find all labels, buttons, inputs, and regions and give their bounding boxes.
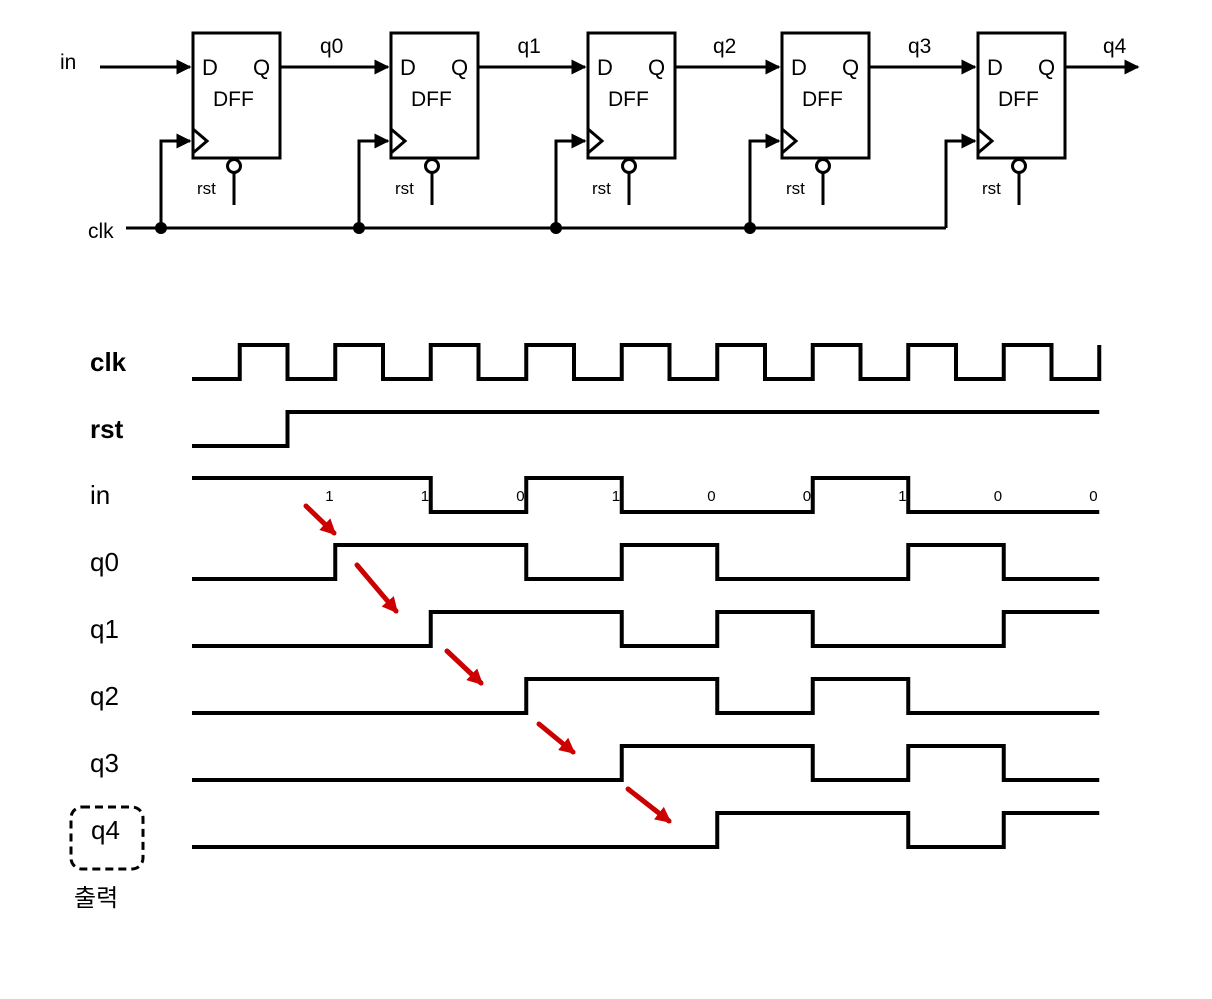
clock-branch-wire [748, 133, 781, 228]
waveform-q2 [192, 677, 1100, 715]
signal-label: q1 [90, 614, 119, 644]
dff-block-0: D Q DFF rst q0 [155, 31, 390, 234]
waveform-in [192, 476, 1100, 514]
signal-row-in: in [90, 476, 1100, 514]
waveform-rst [192, 410, 1100, 448]
signal-label: rst [90, 414, 124, 444]
input-label: in [60, 51, 76, 74]
dff-block-3: D Q DFF rst q3 [744, 31, 977, 234]
in-bit-value: 0 [516, 488, 524, 505]
signal-row-q0: q0 [90, 543, 1100, 581]
clock-input-triangle [977, 127, 995, 155]
reset-bubble [1011, 158, 1027, 174]
clock-input-triangle [390, 127, 408, 155]
signal-row-q1: q1 [90, 610, 1100, 648]
d-pin-label: D [400, 55, 416, 80]
signal-row-q2: q2 [90, 677, 1100, 715]
q-pin-label: Q [842, 55, 859, 80]
d-pin-label: D [791, 55, 807, 80]
signal-row-rst: rst [90, 410, 1100, 448]
in-bit-value: 1 [325, 488, 333, 505]
dff-name: DFF [802, 88, 843, 111]
d-pin-label: D [597, 55, 613, 80]
signal-row-q4: q4 [91, 811, 1100, 849]
dff-name: DFF [411, 88, 452, 111]
clock-input-triangle [192, 127, 210, 155]
waveform-q3 [192, 744, 1100, 782]
waveform-q0 [192, 543, 1100, 581]
timing-diagram: clk rst in q0 q1 q2 q3 q4 1 1 0 1 0 0 1 0 0 [90, 343, 1102, 849]
clock-branch-wire [159, 133, 192, 228]
in-bit-value: 0 [803, 488, 811, 505]
d-pin-label: D [987, 55, 1003, 80]
clock-branch-wire [944, 133, 977, 228]
in-bit-value: 1 [421, 488, 429, 505]
signal-label: q4 [91, 815, 120, 845]
propagation-arrows [303, 503, 672, 824]
schematic: D Q DFF rst q0D Q DFF rst q1D Q DFF rst q2D Q DFF rst q3… [100, 31, 1140, 234]
reset-label: rst [786, 179, 805, 198]
q-pin-label: Q [648, 55, 665, 80]
dff-box [191, 31, 282, 160]
signal-label: q3 [90, 748, 119, 778]
reset-bubble [815, 158, 831, 174]
reset-label: rst [395, 179, 414, 198]
d-pin-label: D [202, 55, 218, 80]
waveform-q4 [192, 811, 1100, 849]
dff-box [586, 31, 677, 160]
q-pin-label: Q [1038, 55, 1055, 80]
red-arrow-1 [354, 562, 399, 614]
output-label-2: q2 [713, 35, 736, 58]
output-label-1: q1 [518, 35, 541, 58]
clock-label: clk [88, 220, 114, 243]
dff-box [389, 31, 480, 160]
clock-branch-wire [357, 133, 390, 228]
dff-block-2: D Q DFF rst q2 [550, 31, 781, 234]
red-arrow-0 [303, 503, 337, 536]
reset-label: rst [197, 179, 216, 198]
dff-box [780, 31, 871, 160]
reset-bubble [621, 158, 637, 174]
in-bit-value: 0 [994, 488, 1002, 505]
in-sample-values: 1 1 0 1 0 0 1 0 0 [325, 488, 1097, 505]
reset-label: rst [592, 179, 611, 198]
output-label-0: q0 [320, 35, 343, 58]
waveform-q1 [192, 610, 1100, 648]
signal-label: q2 [90, 681, 119, 711]
clock-input-triangle [781, 127, 799, 155]
dff-box [976, 31, 1067, 160]
signal-label: q0 [90, 547, 119, 577]
dff-block-1: D Q DFF rst q1 [353, 31, 587, 234]
output-note: 출력 [74, 884, 118, 912]
dff-block-4: D Q DFF rst q4 [944, 31, 1140, 228]
signal-row-clk: clk [90, 343, 1102, 381]
dff-name: DFF [998, 88, 1039, 111]
dff-name: DFF [213, 88, 254, 111]
red-arrow-2 [444, 648, 484, 686]
waveform-clk [192, 343, 1102, 381]
q-pin-label: Q [451, 55, 468, 80]
q-pin-label: Q [253, 55, 270, 80]
dff-name: DFF [608, 88, 649, 111]
q4-highlight-box [69, 805, 145, 871]
signal-row-q3: q3 [90, 744, 1100, 782]
in-bit-value: 0 [1089, 488, 1097, 505]
output-label-3: q3 [908, 35, 931, 58]
reset-bubble [424, 158, 440, 174]
reset-label: rst [982, 179, 1001, 198]
signal-label: clk [90, 347, 127, 377]
clock-branch-wire [554, 133, 587, 228]
signal-label: in [90, 480, 110, 510]
red-arrow-3 [536, 721, 576, 755]
in-bit-value: 1 [898, 488, 906, 505]
red-arrow-4 [625, 786, 672, 824]
output-label-4: q4 [1103, 35, 1127, 58]
in-bit-value: 0 [707, 488, 715, 505]
in-bit-value: 1 [612, 488, 620, 505]
reset-bubble [226, 158, 242, 174]
clock-input-triangle [587, 127, 605, 155]
